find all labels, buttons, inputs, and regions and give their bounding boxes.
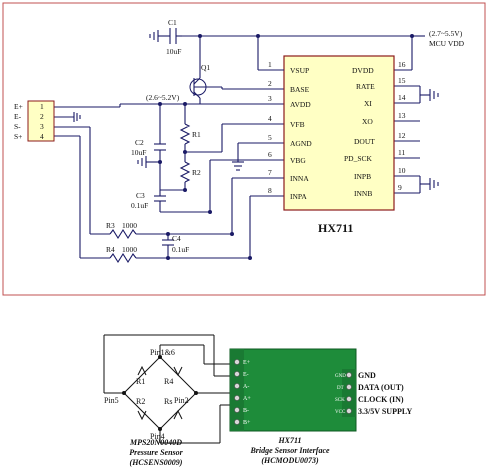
connector-pin-1: 1	[40, 102, 44, 111]
pin-num-10: 10	[398, 166, 406, 175]
chip-title: HX711	[318, 221, 353, 235]
r4-value: 1000	[122, 245, 137, 254]
wiring-diagram: Pin1&6 Pin5 Pin2 Pin4 R1 R4 R2 Rs E+ E- …	[103, 334, 412, 467]
pin-num-4: 4	[268, 114, 272, 123]
pin-name-rate: RATE	[356, 82, 375, 91]
pin-num-16: 16	[398, 60, 406, 69]
mcu-label: MCU VDD	[429, 39, 465, 48]
pin-name-inna: INNA	[290, 174, 309, 183]
connector-pin-3: 3	[40, 122, 44, 131]
board-pin-a-minus: A-	[243, 384, 249, 390]
pin-name-dvdd: DVDD	[352, 66, 374, 75]
pin-name-dout: DOUT	[354, 137, 375, 146]
r3-value: 1000	[122, 221, 137, 230]
board-right-sck: SCK	[335, 398, 345, 403]
r1-label: R1	[192, 130, 201, 139]
connector-label-s-minus: S-	[14, 122, 21, 131]
pin-num-7: 7	[268, 168, 272, 177]
c2-label: C2	[135, 138, 144, 147]
pin-name-base: BASE	[290, 85, 310, 94]
c1-label: C1	[168, 18, 177, 27]
connector-label-e-minus: E-	[14, 112, 22, 121]
board-pin-a-plus: A+	[243, 396, 251, 402]
output-data: DATA (OUT)	[358, 383, 404, 392]
board-left-header	[230, 349, 244, 431]
pin-num-15: 15	[398, 76, 406, 85]
pin-name-xi: XI	[364, 99, 372, 108]
bridge-pin-top: Pin1&6	[150, 348, 175, 357]
pin-num-14: 14	[398, 93, 406, 102]
output-gnd: GND	[358, 371, 376, 380]
connector-label-s-plus: S+	[14, 132, 22, 141]
c1-value: 10uF	[166, 47, 181, 56]
bridge-r2: R2	[136, 397, 145, 406]
board-caption-code: (HCMODU0073)	[261, 456, 319, 465]
board-caption-name: HX711	[277, 436, 301, 445]
pin-num-11: 11	[398, 148, 405, 157]
r2-label: R2	[192, 168, 201, 177]
sensor-connector	[27, 100, 55, 142]
pin-num-6: 6	[268, 150, 272, 159]
bridge-r1: R1	[136, 377, 145, 386]
board-right-gnd: GND	[335, 374, 346, 379]
mcu-range: (2.7~5.5V)	[429, 29, 463, 38]
board-pin-b-plus: B+	[243, 420, 251, 426]
board-right-vcc: VCC	[335, 410, 346, 415]
avdd-range: (2.6~5.2V)	[146, 93, 180, 102]
schematic-frame	[2, 2, 486, 296]
pin-num-3: 3	[268, 94, 272, 103]
c4-value: 0.1uF	[172, 245, 189, 254]
pin-num-5: 5	[268, 133, 272, 142]
r3-label: R3	[106, 221, 115, 230]
bridge-pin-bottom: Pin4	[150, 432, 165, 441]
connector-label-e-plus: E+	[14, 102, 23, 111]
board-pin-b-minus: B-	[243, 408, 249, 414]
pin-num-2: 2	[268, 79, 272, 88]
sensor-caption-model: MPS20N0040D	[129, 438, 182, 447]
r4-label: R4	[106, 245, 115, 254]
pin-name-innb: INNB	[354, 189, 372, 198]
hx711-schematic: E+ E- S- S+ 1 2 3 4 C1 10uF Q1 (2.6~5.2V…	[2, 2, 486, 296]
c3-label: C3	[136, 191, 145, 200]
pin-num-13: 13	[398, 111, 406, 120]
pin-name-xo: XO	[362, 117, 373, 126]
connector-pin-2: 2	[40, 112, 44, 121]
board-right-header	[342, 369, 356, 417]
pin-name-inpb: INPB	[354, 172, 371, 181]
pin-name-inpa: INPA	[290, 192, 307, 201]
pin-name-agnd: AGND	[290, 139, 312, 148]
pin-name-vfb: VFB	[290, 120, 305, 129]
hx711-chip	[283, 55, 395, 211]
board-caption-type: Bridge Sensor Interface	[249, 446, 330, 455]
pin-name-vbg: VBG	[290, 156, 306, 165]
hx711-board	[229, 348, 357, 432]
pin-name-vsup: VSUP	[290, 66, 309, 75]
board-right-dt: DT	[337, 386, 344, 391]
bridge-r4: R4	[164, 377, 173, 386]
q1-label: Q1	[201, 63, 210, 72]
connector-pin-4: 4	[40, 132, 44, 141]
bridge-rs: Rs	[164, 397, 172, 406]
sensor-caption-type: Pressure Sensor	[129, 448, 183, 457]
bridge-pin-left: Pin5	[104, 396, 119, 405]
pin-num-9: 9	[398, 183, 402, 192]
pin-name-pd-sck: PD_SCK	[344, 154, 373, 163]
c3-value: 0.1uF	[131, 201, 148, 210]
pin-num-8: 8	[268, 186, 272, 195]
output-supply: 3.3/5V SUPPLY	[358, 407, 412, 416]
board-pin-e-plus: E+	[243, 360, 251, 366]
sensor-caption-code: (HCSENS0009)	[130, 458, 183, 467]
c4-label: C4	[172, 234, 181, 243]
output-clock: CLOCK (IN)	[358, 395, 404, 404]
pin-name-avdd: AVDD	[290, 100, 311, 109]
c2-value: 10uF	[131, 148, 146, 157]
board-pin-e-minus: E-	[243, 372, 249, 378]
bridge-pin-right: Pin2	[174, 396, 189, 405]
pin-num-1: 1	[268, 60, 272, 69]
pin-num-12: 12	[398, 131, 406, 140]
